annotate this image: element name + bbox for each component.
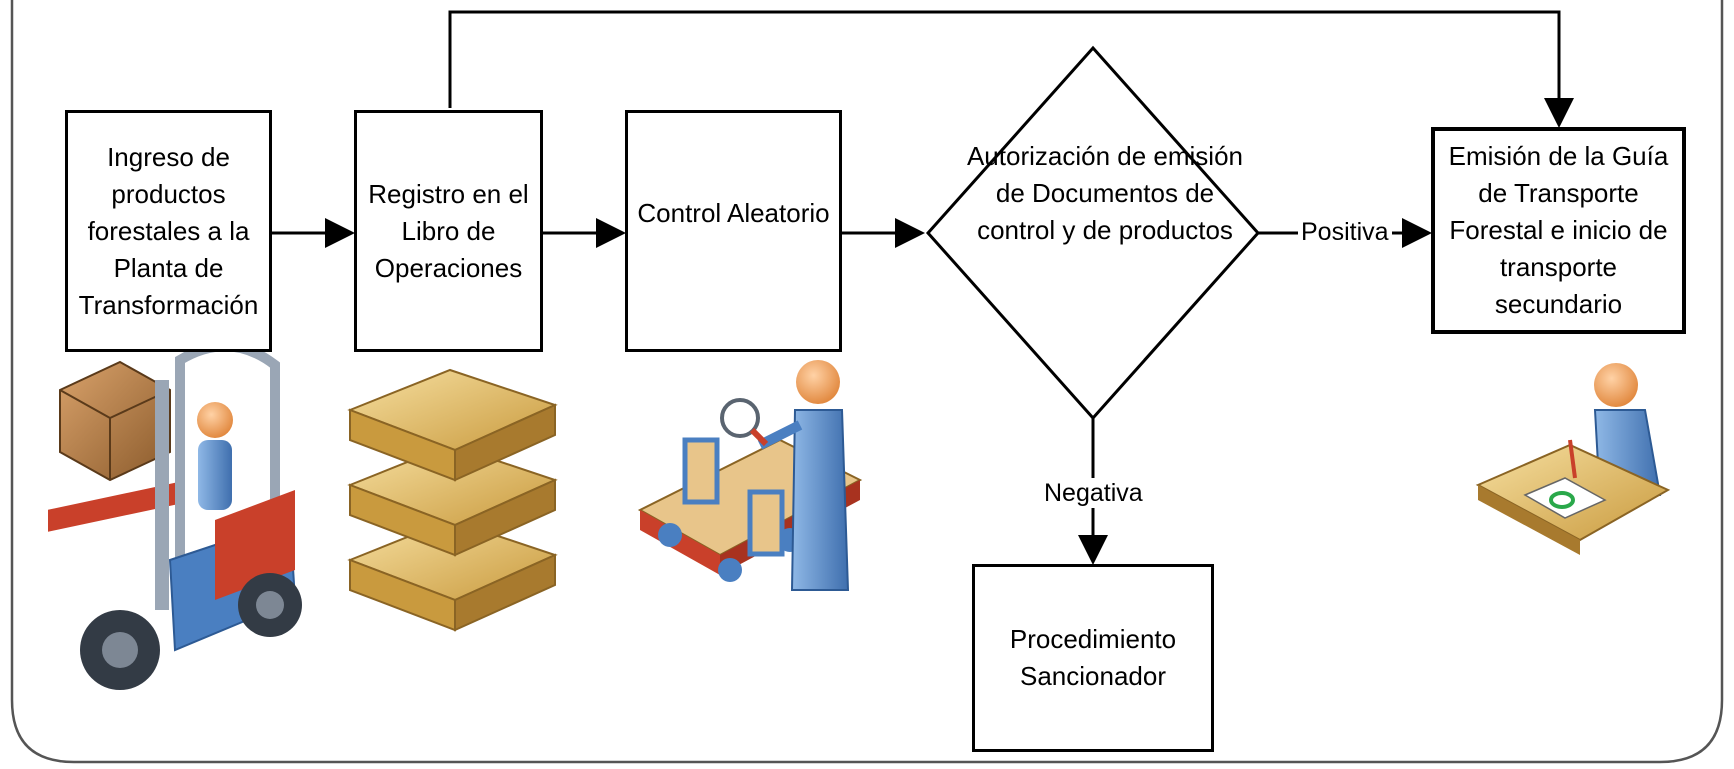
- node-registro-label: Registro en el Libro de Operaciones: [368, 178, 529, 283]
- node-procedimiento: Procedimiento Sancionador: [972, 564, 1214, 752]
- node-procedimiento-label: Procedimiento Sancionador: [1009, 624, 1177, 691]
- node-emision-label: Emisión de la Guía de Transporte Foresta…: [1448, 141, 1669, 319]
- decision-diamond: [925, 45, 1261, 421]
- node-registro: Registro en el Libro de Operaciones: [354, 110, 543, 352]
- edge-registro-emision-bypass: [448, 10, 1574, 128]
- node-control-label: Control Aleatorio: [637, 198, 830, 228]
- outer-frame: [10, 0, 1724, 764]
- node-ingreso-label: Ingreso de productos forestales a la Pla…: [78, 141, 259, 320]
- edge-label-negativa: Negativa: [1041, 478, 1146, 508]
- forklift-icon: [48, 341, 302, 690]
- node-ingreso: Ingreso de productos forestales a la Pla…: [65, 110, 272, 352]
- node-control: Control Aleatorio: [625, 110, 842, 352]
- inspector-conveyor-icon: [637, 360, 863, 591]
- person-writing-icon: [1475, 363, 1671, 555]
- node-emision: Emisión de la Guía de Transporte Foresta…: [1431, 127, 1686, 334]
- node-autorizacion-label: Autorización de emisión de Documentos de…: [966, 141, 1244, 245]
- stacked-books-icon: [347, 368, 558, 632]
- edge-label-positiva: Positiva: [1298, 217, 1392, 247]
